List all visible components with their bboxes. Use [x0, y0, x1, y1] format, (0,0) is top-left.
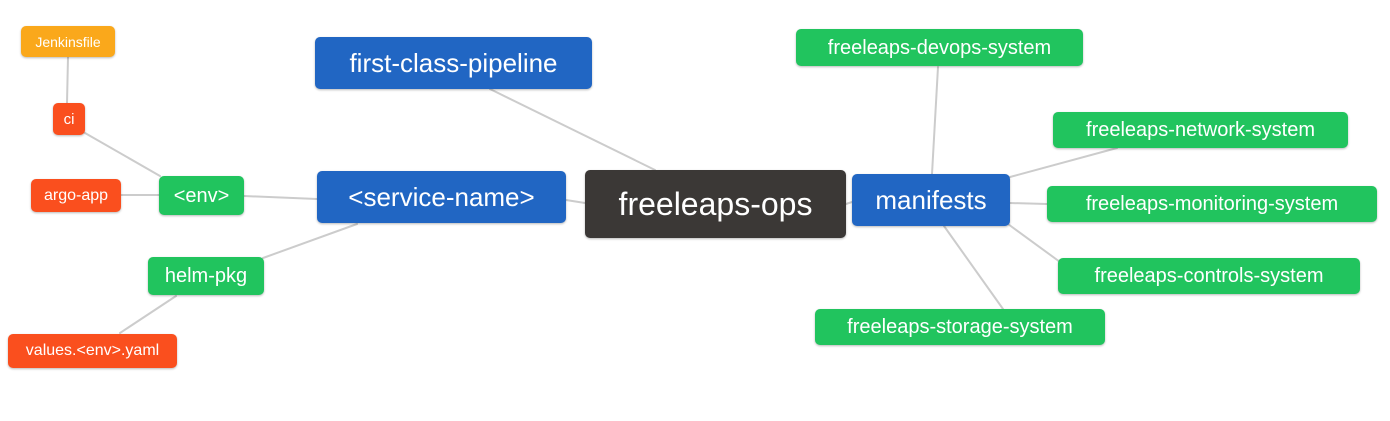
node-freeleaps-network-system[interactable]: freeleaps-network-system — [1053, 112, 1348, 148]
edge-manifests--freeleaps-devops-system — [931, 66, 939, 175]
edge-manifests--freeleaps-monitoring-system — [1009, 202, 1048, 205]
node-manifests[interactable]: manifests — [852, 174, 1010, 226]
node-freeleaps-monitoring-system[interactable]: freeleaps-monitoring-system — [1047, 186, 1377, 222]
node-freeleaps-ops[interactable]: freeleaps-ops — [585, 170, 846, 238]
edge-service-name--freeleaps-ops — [565, 199, 586, 204]
node-freeleaps-devops-system[interactable]: freeleaps-devops-system — [796, 29, 1083, 66]
edge-service-name--helm-pkg — [262, 223, 358, 259]
edge-ci--env — [84, 132, 161, 177]
node-service-name[interactable]: <service-name> — [317, 171, 566, 223]
node-ci[interactable]: ci — [53, 103, 85, 135]
node-helm-pkg[interactable]: helm-pkg — [148, 257, 264, 295]
edge-freeleaps-ops--manifests — [845, 201, 853, 205]
node-first-class-pipeline[interactable]: first-class-pipeline — [315, 37, 592, 89]
node-freeleaps-controls-system[interactable]: freeleaps-controls-system — [1058, 258, 1360, 294]
edge-first-class-pipeline--freeleaps-ops — [489, 88, 656, 171]
edge-manifests--freeleaps-controls-system — [1007, 223, 1061, 263]
node-env[interactable]: <env> — [159, 176, 244, 215]
node-freeleaps-storage-system[interactable]: freeleaps-storage-system — [815, 309, 1105, 345]
edge-values-env-yaml--helm-pkg — [119, 295, 177, 334]
node-jenkinsfile[interactable]: Jenkinsfile — [21, 26, 115, 57]
edge-env--service-name — [243, 195, 318, 200]
edge-manifests--freeleaps-network-system — [1009, 147, 1118, 178]
edge-jenkinsfile--ci — [66, 56, 69, 104]
edge-manifests--freeleaps-storage-system — [943, 225, 1004, 310]
node-values-env-yaml[interactable]: values.<env>.yaml — [8, 334, 177, 368]
node-argo-app[interactable]: argo-app — [31, 179, 121, 212]
